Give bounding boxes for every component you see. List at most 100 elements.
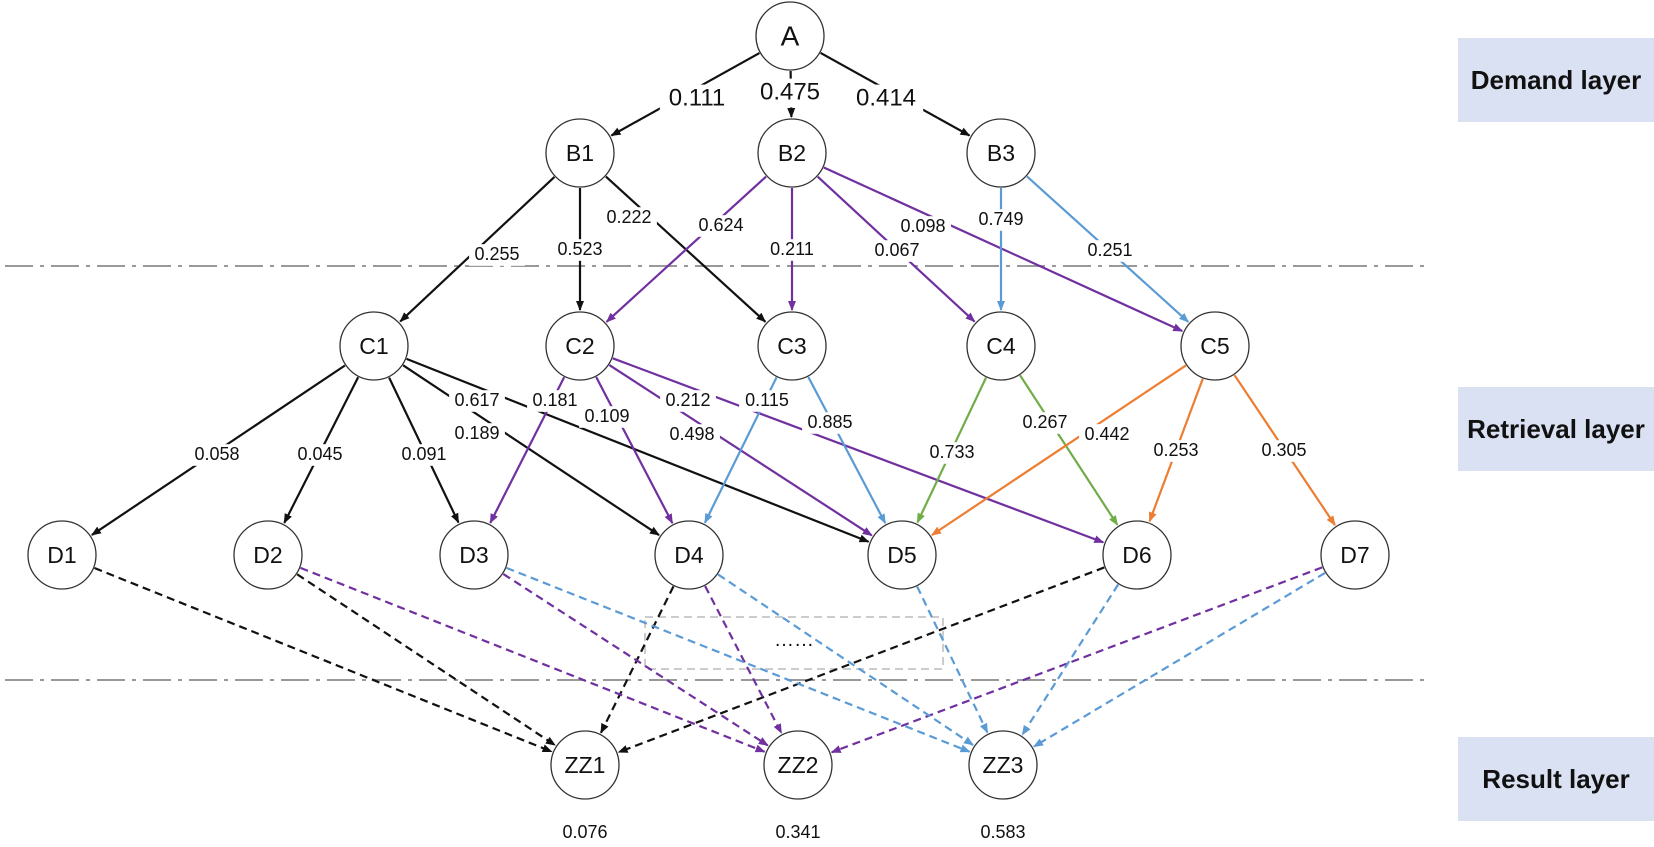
node-circle: [339, 311, 409, 381]
node-circle: [1320, 520, 1390, 590]
node-zz3: ZZ3: [968, 730, 1038, 800]
edge-weight-bg: [739, 390, 795, 412]
edge-weight-bg: [660, 390, 716, 412]
node-a: A: [755, 1, 825, 71]
node-label: B1: [566, 140, 594, 166]
node-label: C4: [986, 333, 1016, 359]
edge-d2-zz1: [296, 573, 556, 747]
edge-weight-c1-d2: 0.045: [297, 444, 342, 464]
node-d3: D3: [439, 520, 509, 590]
node-d5: D5: [867, 520, 937, 590]
node-circle: [757, 118, 827, 188]
edge-weight-c2-d3: 0.181: [532, 390, 577, 410]
edge-weight-c3-d4: 0.115: [745, 390, 789, 410]
node-circle: [1102, 520, 1172, 590]
edge-weight-bg: [973, 209, 1029, 231]
edge-weight-c4-d5: 0.733: [929, 442, 974, 462]
edge-weight-c5-d7: 0.305: [1261, 440, 1306, 460]
edge-d1-zz1: [94, 567, 553, 753]
node-c4: C4: [966, 311, 1036, 381]
edge-weight-a-b1: 0.111: [669, 84, 726, 111]
edge-d3-zz3: [506, 566, 971, 753]
node-label: B2: [778, 140, 806, 166]
edge-b2-c2: [605, 175, 767, 323]
node-zz2: ZZ2: [763, 730, 833, 800]
edge-weight-bg: [1082, 240, 1138, 262]
node-label: D7: [1340, 542, 1369, 568]
node-d7: D7: [1320, 520, 1390, 590]
node-circle: [233, 520, 303, 590]
node-circle: [654, 520, 724, 590]
edge-weight-c4-d6: 0.267: [1022, 412, 1067, 432]
edge-weight-c2-d4: 0.109: [584, 406, 629, 426]
edge-weight-a-b2: 0.475: [760, 78, 820, 105]
node-d1: D1: [27, 520, 97, 590]
node-circle: [966, 311, 1036, 381]
edge-weight-b1-c1: 0.255: [474, 244, 519, 264]
edge-d2-zz2: [300, 566, 766, 753]
edge-weight-c1-d3: 0.091: [401, 444, 446, 464]
node-b1: B1: [545, 118, 615, 188]
result-value-zz1: 0.076: [562, 822, 607, 842]
edge-weight-c5-d6: 0.253: [1153, 440, 1198, 460]
node-circle: [763, 730, 833, 800]
node-label: ZZ3: [983, 752, 1024, 778]
node-label: D4: [674, 542, 704, 568]
edge-c2-d6: [612, 357, 1105, 544]
node-label: C3: [777, 333, 806, 359]
edge-d7-zz3: [1033, 571, 1326, 748]
edge-weight-bg: [527, 390, 583, 412]
edge-weight-c2-d5: 0.498: [669, 424, 714, 444]
node-circle: [439, 520, 509, 590]
edge-weight-bg: [752, 78, 828, 108]
edge-weight-bg: [764, 239, 820, 261]
node-label: C1: [359, 333, 388, 359]
edge-weight-bg: [396, 444, 452, 466]
edge-d6-zz1: [617, 566, 1105, 754]
edge-weight-bg: [292, 444, 348, 466]
edge-weight-b2-c4: 0.067: [874, 240, 919, 260]
edge-weight-b2-c2: 0.624: [698, 215, 743, 235]
edge-weight-bg: [1148, 440, 1204, 462]
edge-c4-d6: [1019, 374, 1119, 526]
edge-weight-b3-c5: 0.251: [1087, 240, 1132, 260]
node-circle: [545, 118, 615, 188]
edge-weight-bg: [1017, 412, 1073, 434]
edge-weight-bg: [449, 423, 505, 445]
edge-weight-b1-c2: 0.523: [557, 239, 602, 259]
node-label: C2: [565, 333, 594, 359]
edge-weight-c1-d4: 0.189: [454, 423, 499, 443]
result-value-zz2: 0.341: [775, 822, 820, 842]
result-layer-label: Result layer: [1458, 737, 1654, 821]
edge-weight-b1-c3: 0.222: [606, 207, 651, 227]
edge-c1-d4: [402, 364, 660, 537]
ellipsis-box: [644, 616, 944, 670]
edge-weight-c1-d5: 0.617: [454, 390, 499, 410]
edge-weight-bg: [848, 84, 924, 114]
edge-weight-c3-d5: 0.885: [807, 412, 852, 432]
node-circle: [867, 520, 937, 590]
edge-c1-d5: [406, 357, 870, 543]
node-label: B3: [987, 140, 1015, 166]
node-circle: [755, 1, 825, 71]
node-b3: B3: [966, 118, 1036, 188]
edge-weight-bg: [189, 444, 245, 466]
node-circle: [757, 311, 827, 381]
node-c1: C1: [339, 311, 409, 381]
edge-weight-a-b3: 0.414: [856, 84, 916, 111]
node-b2: B2: [757, 118, 827, 188]
edge-weight-bg: [869, 240, 925, 262]
edge-weight-bg: [552, 239, 608, 261]
node-label: ZZ1: [565, 752, 606, 778]
edge-weight-bg: [659, 84, 735, 114]
edge-weight-b2-c3: 0.211: [770, 239, 814, 259]
node-circle: [966, 118, 1036, 188]
edge-weight-c5-d5: 0.442: [1084, 424, 1129, 444]
edge-weight-bg: [601, 207, 657, 229]
node-label: ZZ2: [778, 752, 819, 778]
demand-layer-label: Demand layer: [1458, 38, 1654, 122]
edge-weight-c1-d1: 0.058: [194, 444, 239, 464]
